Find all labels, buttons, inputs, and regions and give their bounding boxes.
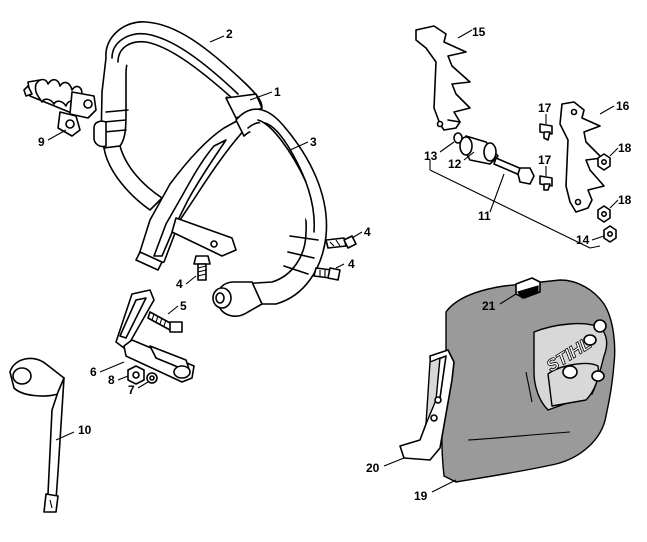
leader-4c <box>185 275 197 285</box>
callout-labels: 1 2 3 4 4 4 5 6 7 8 9 10 11 12 13 14 15 … <box>38 25 632 503</box>
callout-13: 13 <box>424 149 438 163</box>
callout-20: 20 <box>366 461 380 475</box>
leader-18a <box>609 147 619 157</box>
leader-8 <box>117 375 129 381</box>
part-4-screw-b <box>325 235 357 249</box>
leader-6 <box>99 361 125 373</box>
callout-4b: 4 <box>348 257 355 271</box>
callout-7: 7 <box>128 383 135 397</box>
leader-lines <box>47 29 619 493</box>
callout-14: 14 <box>576 233 590 247</box>
part-14-nut <box>603 225 617 243</box>
part-2-front-handle <box>93 21 263 211</box>
part-1-handle-bracket <box>135 115 251 271</box>
callout-8: 8 <box>108 373 115 387</box>
callout-15: 15 <box>472 25 486 39</box>
leader-4b <box>335 263 345 269</box>
leader-4a <box>351 231 363 239</box>
part-16-spiked-bumper <box>559 101 605 213</box>
part-3-handle-tube <box>212 108 328 317</box>
callout-17b: 17 <box>538 153 552 167</box>
leader-14 <box>591 235 605 241</box>
leader-7 <box>137 381 149 389</box>
callout-3: 3 <box>310 135 317 149</box>
callout-17a: 17 <box>538 101 552 115</box>
part-7-washer <box>146 372 158 384</box>
callout-18b: 18 <box>618 193 632 207</box>
part-4-screw-a <box>193 255 211 281</box>
leader-12 <box>463 151 475 161</box>
part-15-spiked-bumper <box>415 25 471 131</box>
part-8-nut <box>127 365 145 385</box>
leader-9 <box>47 129 67 141</box>
leader-1 <box>249 91 273 101</box>
callout-10: 10 <box>78 423 92 437</box>
part-5-screw <box>147 311 183 333</box>
part-17-screw-lower <box>539 175 553 191</box>
callout-9: 9 <box>38 135 45 149</box>
part-4-screw-c <box>313 267 341 281</box>
part-11-bolt <box>493 157 535 185</box>
callout-21: 21 <box>482 299 496 313</box>
part-6-clamp-bracket <box>115 289 195 383</box>
leader-19 <box>431 479 457 493</box>
leader-18b <box>609 199 619 209</box>
leader-16 <box>599 105 615 115</box>
callout-1: 1 <box>274 85 281 99</box>
leader-10 <box>55 431 75 441</box>
leader-21 <box>499 293 517 305</box>
callout-4c: 4 <box>176 277 183 291</box>
part-18-nut-upper <box>597 153 611 171</box>
part-19-sprocket-cover: STIHL <box>441 279 616 483</box>
leader-20 <box>383 457 405 467</box>
assembly-bracket-line <box>429 160 601 249</box>
part-18-nut-lower <box>597 205 611 223</box>
callout-12: 12 <box>448 157 462 171</box>
callout-11: 11 <box>478 209 491 223</box>
callout-18a: 18 <box>618 141 632 155</box>
part-12-spacer-sleeve <box>459 135 499 165</box>
leader-13 <box>439 141 455 153</box>
leader-15 <box>457 29 473 39</box>
part-10-combination-wrench <box>9 357 65 513</box>
callout-2: 2 <box>226 27 233 41</box>
leader-3 <box>289 141 309 151</box>
callout-19: 19 <box>414 489 428 503</box>
part-17-screw-upper <box>539 123 553 141</box>
callout-4a: 4 <box>364 225 371 239</box>
leader-5 <box>167 305 179 315</box>
leader-11 <box>489 173 505 213</box>
callout-16: 16 <box>616 99 630 113</box>
part-20-chain-guide <box>399 349 455 461</box>
part-9-spring-buffer <box>23 78 97 137</box>
part-13-washer <box>453 132 463 144</box>
callout-6: 6 <box>90 365 97 379</box>
callout-5: 5 <box>180 299 187 313</box>
leader-2 <box>209 35 225 43</box>
